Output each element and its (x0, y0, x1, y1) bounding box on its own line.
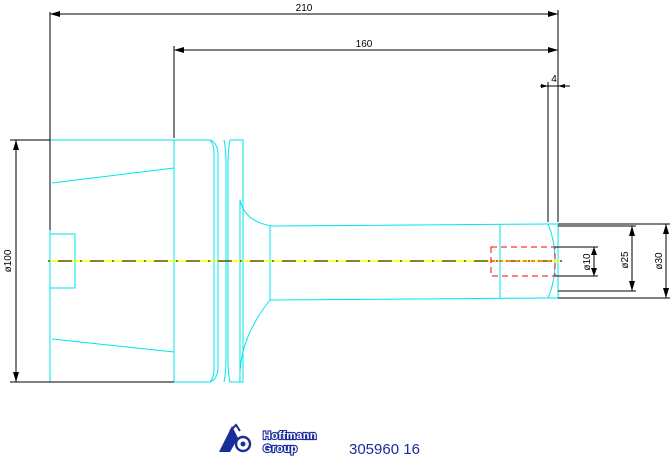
dim-ø100-label: ø100 (3, 249, 14, 272)
shank-fillet-bottom (239, 299, 271, 383)
hidden-bore (490, 246, 556, 277)
taper-line-bottom (51, 338, 175, 353)
logo-line-1: Hoffmann (263, 430, 317, 442)
flange-groove-right (227, 139, 244, 383)
hoffmann-logo: Hoffmann Group (219, 423, 318, 456)
dim-ø30-label: ø30 (654, 252, 665, 270)
dim-ø10-label: ø10 (582, 253, 593, 271)
dim-ø25-label: ø25 (620, 251, 631, 269)
taper-line-top (51, 167, 175, 184)
hoffmann-logo-icon (219, 423, 252, 453)
dim-210-label: 210 (296, 3, 313, 14)
dim-160-label: 160 (356, 39, 373, 50)
dim-4-label: 4 (551, 74, 557, 85)
part-number: 305960 16 (349, 441, 420, 458)
shank-fillet-top (239, 199, 273, 227)
shank (269, 223, 559, 301)
dimension-lines (10, 10, 670, 383)
logo-line-2: Group (263, 443, 298, 455)
